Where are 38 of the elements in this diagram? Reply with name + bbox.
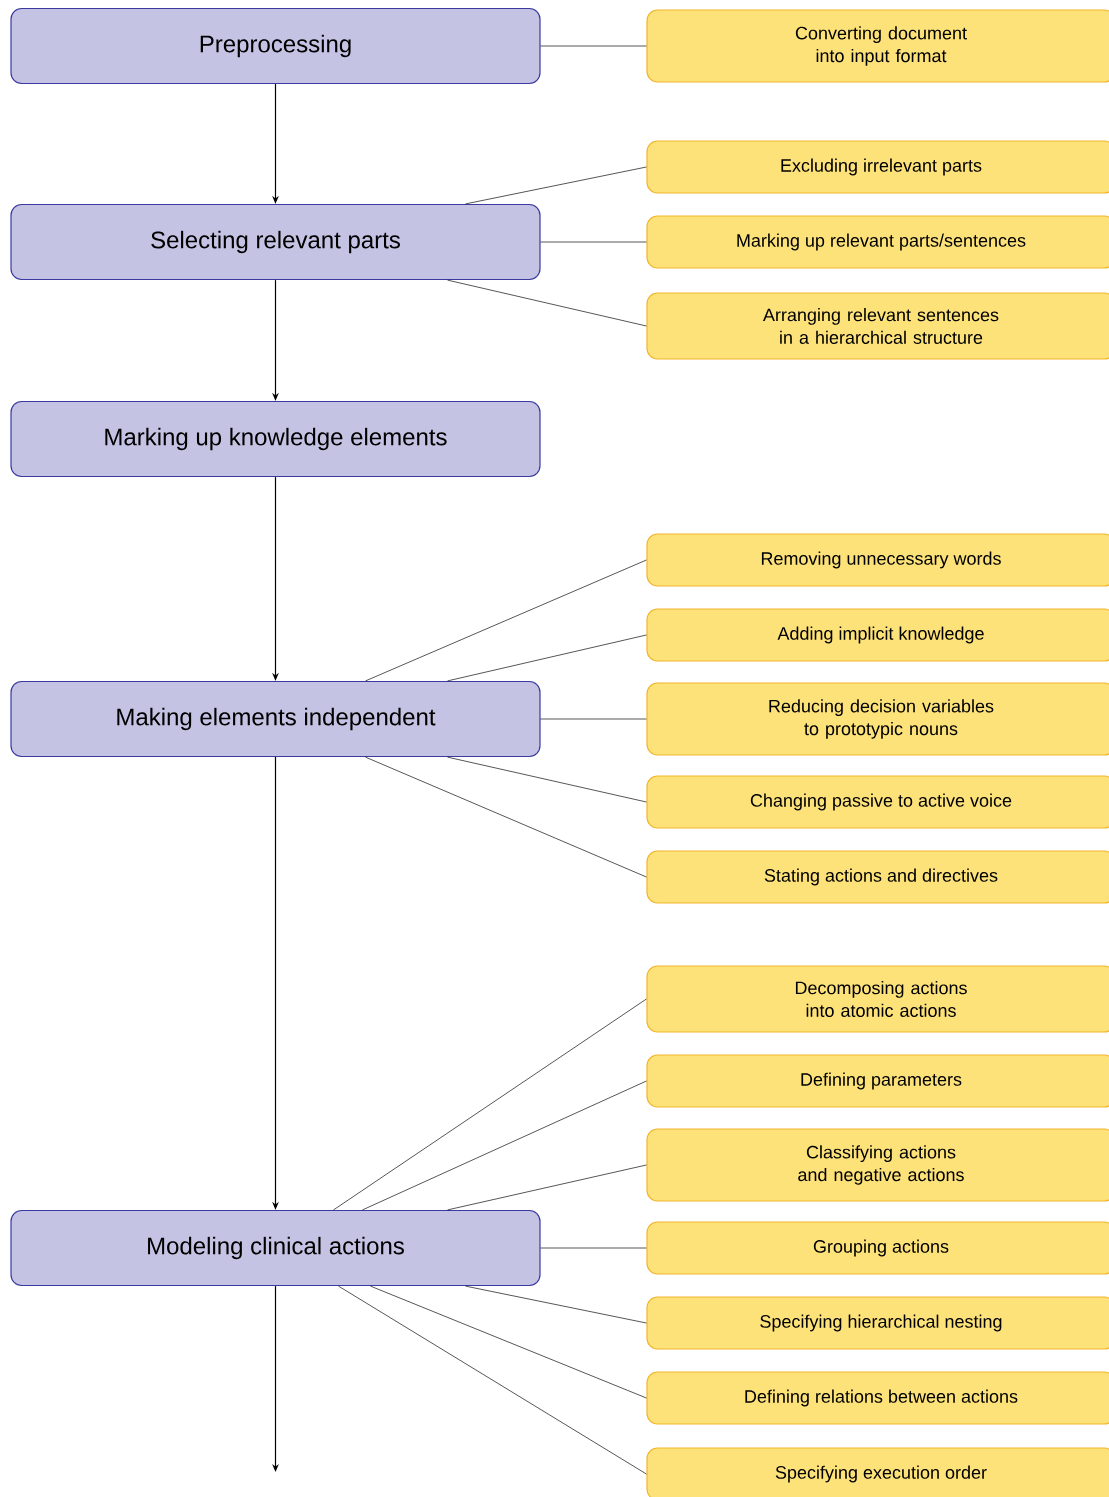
connector-line bbox=[540, 718, 647, 720]
step-box: Making elements independent bbox=[10, 680, 541, 758]
connector-line bbox=[447, 279, 647, 327]
substep-box: Stating actions and directives bbox=[646, 850, 1109, 904]
connector-line bbox=[540, 45, 647, 47]
step-box: Modeling clinical actions bbox=[10, 1209, 541, 1287]
step-box: Selecting relevant parts bbox=[10, 203, 541, 281]
connector-line bbox=[447, 634, 647, 682]
substep-box: Specifying hierarchical nesting bbox=[646, 1296, 1109, 1350]
substep-box: Adding implicit knowledge bbox=[646, 608, 1109, 662]
substep-box: Converting document into input format bbox=[646, 9, 1109, 83]
connector-line bbox=[365, 559, 647, 682]
substep-box: Marking up relevant parts/sentences bbox=[646, 215, 1109, 269]
arrow bbox=[272, 1285, 279, 1472]
substep-box: Reducing decision variables to prototypic nouns bbox=[646, 682, 1109, 756]
connector-line bbox=[540, 241, 647, 243]
step-box: Preprocessing bbox=[10, 7, 541, 85]
substep-box: Specifying execution order bbox=[646, 1447, 1109, 1497]
connector-line bbox=[370, 1285, 647, 1399]
substep-box: Excluding irrelevant parts bbox=[646, 140, 1109, 194]
substep-box: Removing unnecessary words bbox=[646, 533, 1109, 587]
connector-line bbox=[362, 1080, 647, 1211]
connector-line bbox=[333, 998, 647, 1211]
connector-line bbox=[338, 1285, 647, 1475]
connector-line bbox=[465, 1285, 647, 1324]
substep-box: Changing passive to active voice bbox=[646, 775, 1109, 829]
connector-line bbox=[447, 1164, 647, 1211]
step-box: Marking up knowledge elements bbox=[10, 400, 541, 478]
substep-box: Defining relations between actions bbox=[646, 1371, 1109, 1425]
substep-box: Classifying actions and negative actions bbox=[646, 1128, 1109, 1202]
substep-box: Grouping actions bbox=[646, 1221, 1109, 1275]
connector-line bbox=[540, 1247, 647, 1249]
substep-box: Defining parameters bbox=[646, 1054, 1109, 1108]
substep-box: Decomposing actions into atomic actions bbox=[646, 965, 1109, 1033]
connector-line bbox=[447, 756, 647, 803]
connector-line bbox=[465, 166, 647, 205]
connector-line bbox=[365, 756, 647, 878]
substep-box: Arranging relevant sentences in a hierarchical structure bbox=[646, 292, 1109, 360]
